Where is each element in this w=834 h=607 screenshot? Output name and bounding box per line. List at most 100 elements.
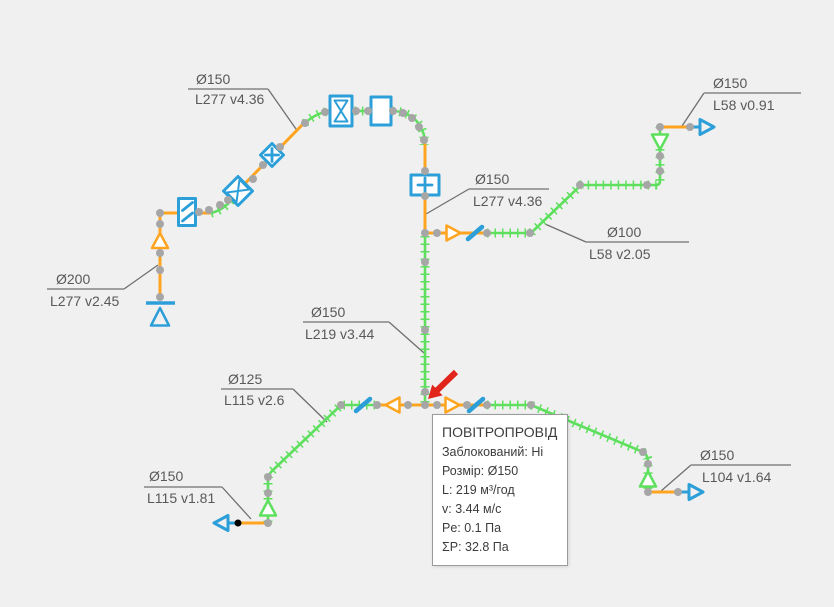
pipe-node[interactable] (527, 401, 535, 409)
pipe-node[interactable] (415, 123, 423, 131)
pipe-node[interactable] (576, 181, 584, 189)
pipe-node[interactable] (249, 175, 257, 183)
pipe-node[interactable] (420, 136, 428, 144)
pipe-node[interactable] (301, 119, 309, 127)
callout-top-left: Ø150 L277 v4.36 (188, 71, 268, 107)
pipe-node[interactable] (352, 107, 360, 115)
callout-center-vertical: Ø150 L219 v3.44 (303, 304, 389, 342)
leader-line (292, 388, 328, 423)
slash-valve-icon[interactable] (466, 396, 486, 414)
pipe-node[interactable] (421, 192, 429, 200)
callout-size: Ø150 (149, 468, 183, 484)
flow-triangle-right[interactable] (444, 396, 461, 414)
pipe-node[interactable] (463, 401, 471, 409)
tooltip-row: Pe: 0.1 Па (442, 521, 502, 535)
pipe-node[interactable] (156, 209, 164, 217)
callout-mid-right: Ø100 L58 v2.05 (586, 224, 689, 262)
pipe-nodes[interactable] (156, 107, 694, 527)
pipe-node[interactable] (421, 401, 429, 409)
callout-leaders (123, 88, 705, 520)
pipe-node[interactable] (686, 123, 694, 131)
pipe-node[interactable] (483, 401, 491, 409)
pipe-node[interactable] (389, 107, 397, 115)
pipe-node[interactable] (483, 229, 491, 237)
pipe-node[interactable] (156, 249, 164, 257)
flow-triangle-down[interactable] (650, 133, 670, 151)
pipe-node[interactable] (364, 107, 372, 115)
flow-triangle-up[interactable] (150, 231, 170, 250)
pipe-node[interactable] (421, 167, 429, 175)
duct-right-run[interactable] (487, 127, 660, 233)
callout-size: Ø200 (56, 271, 90, 287)
duct-right-run[interactable] (485, 125, 662, 235)
callout-left: Ø200 L277 v2.45 (47, 271, 124, 309)
flow-triangle-up[interactable] (638, 470, 658, 488)
duct-top-run[interactable] (305, 111, 424, 145)
pipe-node[interactable] (195, 208, 203, 216)
callout-size: Ø150 (700, 447, 734, 463)
pipe-node[interactable] (639, 448, 647, 456)
pipe-node[interactable] (205, 206, 213, 214)
pipe-node[interactable] (421, 229, 429, 237)
callout-detail: L115 v2.6 (224, 392, 285, 408)
flow-triangle-right[interactable] (445, 224, 462, 242)
pipe-node[interactable] (264, 473, 272, 481)
pipe-node[interactable] (156, 293, 164, 301)
flow-triangle-left[interactable] (384, 396, 401, 414)
pipe-node[interactable] (216, 201, 224, 209)
pipe-node[interactable] (276, 143, 284, 151)
fittings[interactable] (146, 94, 716, 532)
damper-symbol[interactable] (177, 197, 197, 227)
leader-line (681, 92, 705, 127)
callout-top-right: Ø150 L58 v0.91 (704, 75, 801, 113)
callout-detail: L219 v3.44 (305, 326, 374, 342)
tooltip-row: Заблокований: Ні (442, 445, 544, 459)
air-terminal-arrow-left[interactable] (212, 514, 242, 532)
slash-valve-icon[interactable] (353, 396, 373, 414)
callout-size: Ø125 (228, 371, 262, 387)
terminal-point[interactable] (234, 519, 242, 527)
pipe-node[interactable] (264, 519, 272, 527)
callout-detail: L104 v1.64 (702, 469, 771, 485)
pipe-node[interactable] (337, 401, 345, 409)
pipe-node[interactable] (643, 181, 651, 189)
flow-triangle-up[interactable] (258, 499, 278, 517)
callout-detail: L115 v1.81 (147, 490, 215, 506)
pipe-node[interactable] (264, 489, 272, 497)
valve-in-duct-symbol[interactable] (328, 94, 354, 128)
pipe-node[interactable] (656, 167, 664, 175)
pipe-node[interactable] (656, 152, 664, 160)
pipe-node[interactable] (224, 196, 232, 204)
pipe-node[interactable] (433, 229, 441, 237)
pipe-node[interactable] (404, 401, 412, 409)
pipe-node[interactable] (156, 266, 164, 274)
callouts: Ø150 L277 v4.36 Ø200 L277 v2.45 Ø150 L27… (47, 71, 801, 506)
tooltip-row: Розмір: Ø150 (442, 464, 519, 478)
pipe-node[interactable] (156, 220, 164, 228)
callout-detail: L277 v4.36 (195, 91, 264, 107)
air-intake-symbol[interactable] (146, 301, 175, 327)
pipe-node[interactable] (644, 460, 652, 468)
pipe-node[interactable] (433, 401, 441, 409)
pipe-node[interactable] (421, 388, 429, 396)
slash-valve-icon[interactable] (465, 224, 485, 242)
pipe-node[interactable] (421, 258, 429, 266)
pipe-node[interactable] (526, 229, 534, 237)
pipe-node[interactable] (656, 123, 664, 131)
pipe-node[interactable] (644, 488, 652, 496)
pipe-node[interactable] (399, 109, 407, 117)
callout-bottom-left: Ø150 L115 v1.81 (144, 468, 222, 506)
pipe-node[interactable] (674, 488, 682, 496)
callout-size: Ø150 (196, 71, 230, 87)
callout-size: Ø150 (475, 171, 509, 187)
duct-bottom-left-run[interactable] (266, 403, 377, 524)
tooltip-row: ΣP: 32.8 Па (442, 540, 509, 554)
pipe-node[interactable] (408, 114, 416, 122)
pipe-node[interactable] (421, 326, 429, 334)
pipe-node[interactable] (321, 108, 329, 116)
duct-equipment-symbol[interactable] (369, 95, 393, 127)
leader-line (660, 464, 692, 492)
pipe-node[interactable] (259, 161, 267, 169)
pipe-node[interactable] (373, 401, 381, 409)
